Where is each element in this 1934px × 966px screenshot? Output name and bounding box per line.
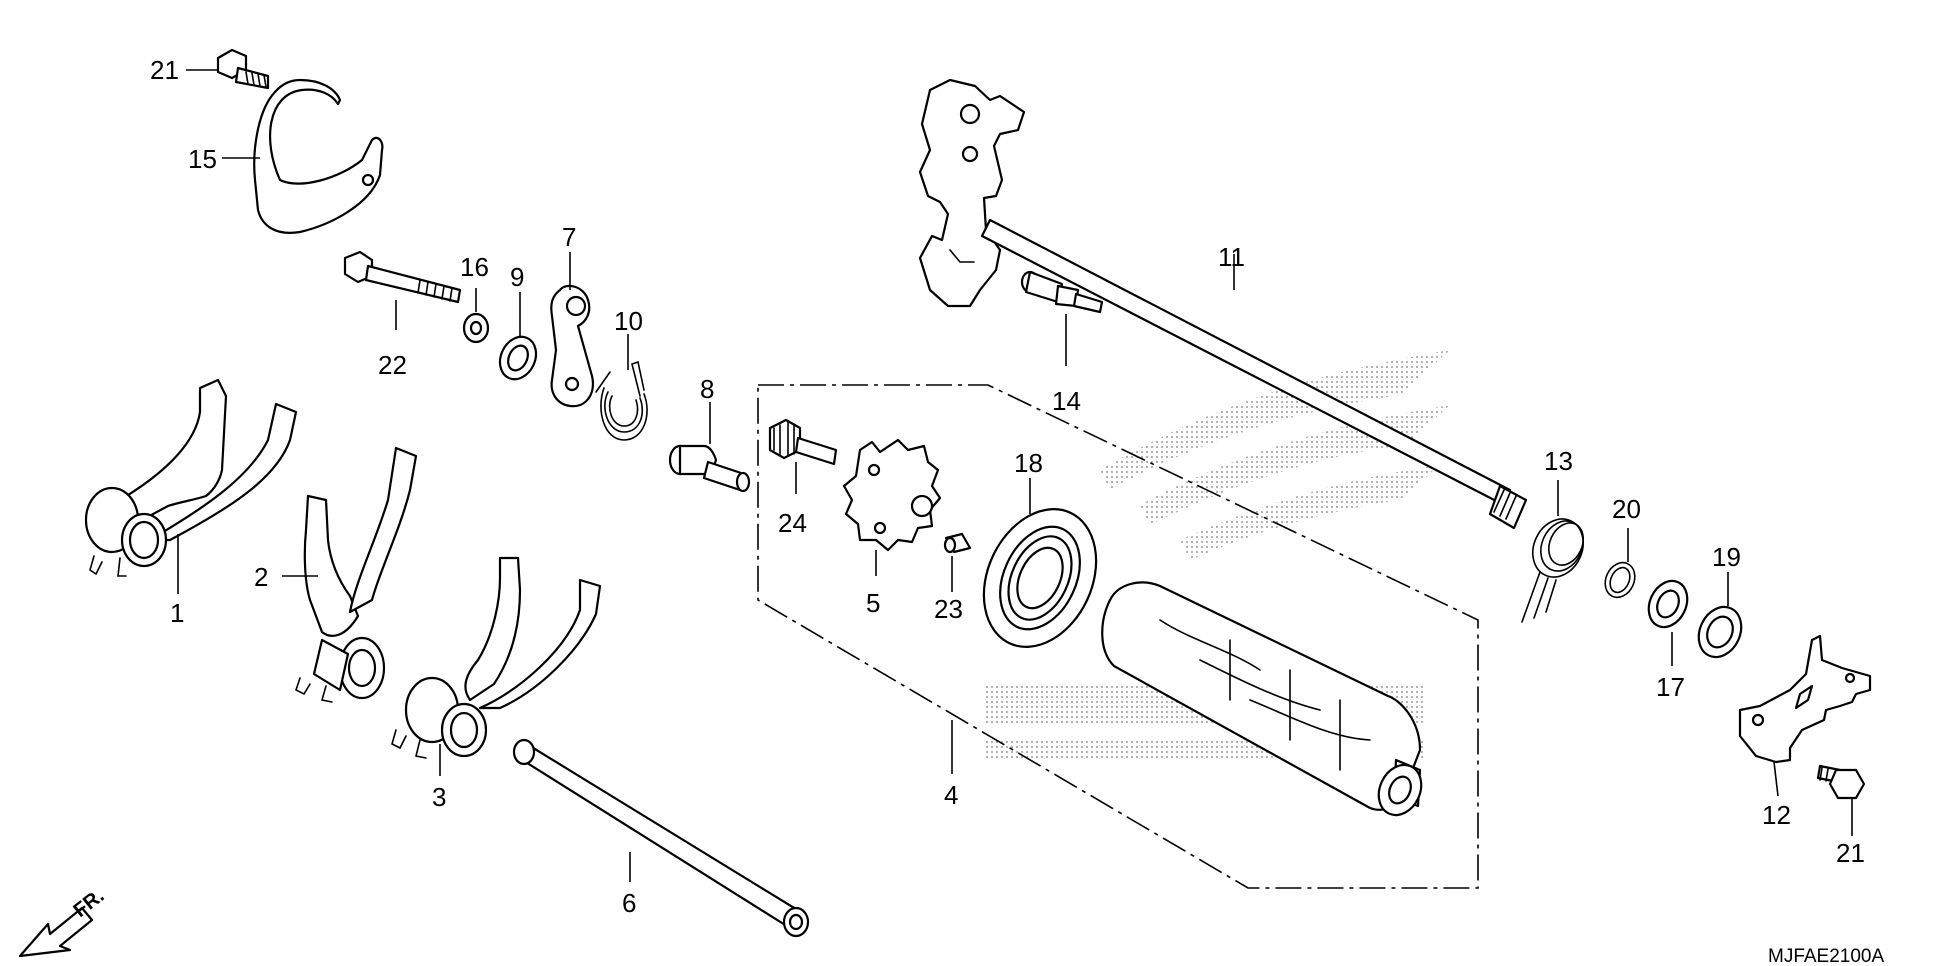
spring-13: [1521, 518, 1585, 623]
cam-plate-5: [842, 438, 942, 552]
callout-22: 22: [378, 350, 407, 380]
callout-4: 4: [944, 780, 958, 810]
callout-7: 7: [562, 222, 576, 252]
bolt-22: [343, 250, 462, 304]
front-direction-arrow: FR.: [18, 885, 108, 958]
washer-16: [462, 312, 490, 344]
callout-18: 18: [1014, 448, 1043, 478]
bracket-15: [253, 78, 384, 234]
stopper-arm-7: [550, 284, 594, 408]
callout-15: 15: [188, 144, 217, 174]
bolt-24: [768, 418, 838, 466]
bolt-21-right: [1816, 764, 1866, 800]
callout-16: 16: [460, 252, 489, 282]
circlip-20: [1604, 561, 1636, 599]
callout-23: 23: [934, 594, 963, 624]
diagram-code: MJFAE2100A: [1768, 946, 1884, 966]
fork-3: [391, 556, 602, 759]
shift-drum: [1101, 581, 1423, 817]
callout-5: 5: [866, 588, 880, 618]
assembly-outline: [757, 384, 1479, 889]
pin-23: [943, 532, 972, 554]
callout-8: 8: [700, 374, 714, 404]
bolt-21-top: [216, 48, 270, 90]
callout-1: 1: [170, 598, 184, 628]
ring-9: [498, 335, 538, 381]
fork-2: [295, 446, 418, 703]
callouts: 21 15 22 16 9 7 10 8 24 5 23 18 11 14 13…: [150, 55, 1865, 918]
callout-17: 17: [1656, 672, 1685, 702]
callout-14: 14: [1052, 386, 1081, 416]
callout-24: 24: [778, 508, 807, 538]
shift-shaft-11: [918, 78, 1528, 530]
callout-10: 10: [614, 306, 643, 336]
plate-12: [1738, 634, 1872, 764]
washer-17: [1647, 579, 1689, 629]
spring-10: [595, 360, 648, 441]
fork-shaft-6: [512, 738, 810, 938]
callout-3: 3: [432, 782, 446, 812]
collar-8: [668, 444, 751, 493]
callout-6: 6: [622, 888, 636, 918]
pin-14: [1020, 270, 1104, 314]
callout-13: 13: [1544, 446, 1573, 476]
fork-1: [84, 378, 298, 577]
callout-21-right: 21: [1836, 838, 1865, 868]
bearing-18: [982, 508, 1098, 648]
callout-12: 12: [1762, 800, 1791, 830]
callout-11: 11: [1218, 242, 1245, 272]
callout-9: 9: [510, 262, 524, 292]
callout-20: 20: [1612, 494, 1641, 524]
callout-21-top: 21: [150, 55, 179, 85]
callout-2: 2: [254, 562, 268, 592]
leader-lines: [177, 69, 1853, 882]
seal-19: [1697, 605, 1743, 659]
callout-19: 19: [1712, 542, 1741, 572]
